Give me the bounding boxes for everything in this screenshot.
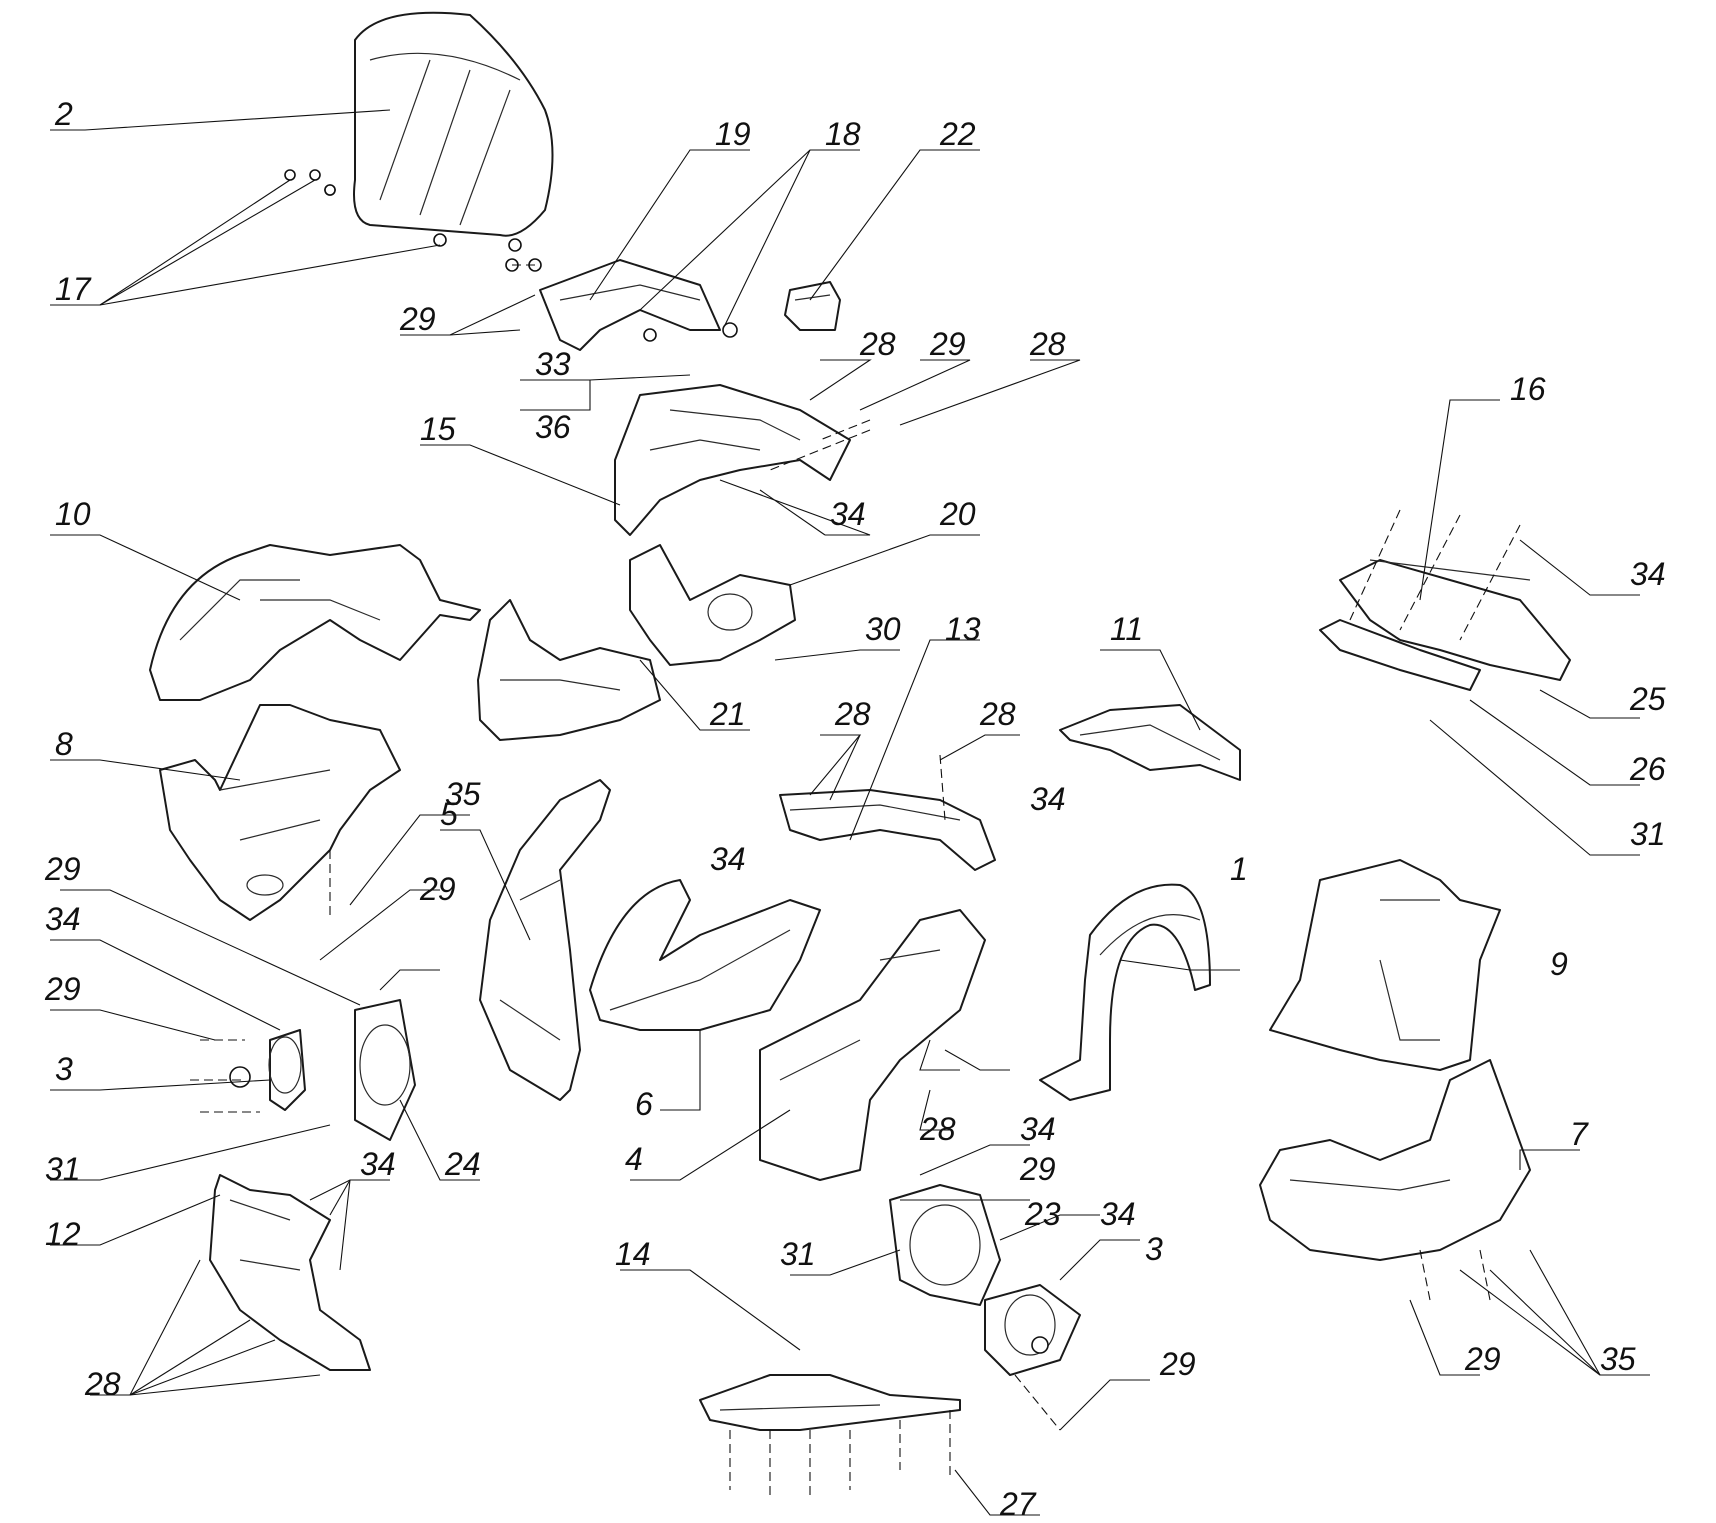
callout-9: 9 bbox=[1550, 946, 1568, 982]
callout-6: 6 bbox=[635, 1086, 653, 1122]
callout-3: 3 bbox=[55, 1051, 73, 1087]
callout-34: 34 bbox=[710, 841, 746, 877]
callout-29: 29 bbox=[399, 301, 436, 337]
callout-4: 4 bbox=[625, 1141, 643, 1177]
callout-29: 29 bbox=[1019, 1151, 1056, 1187]
callout-29: 29 bbox=[929, 326, 966, 362]
part-8 bbox=[159, 704, 401, 921]
callout-28: 28 bbox=[834, 696, 871, 732]
part-4 bbox=[759, 909, 986, 1181]
part-5 bbox=[479, 779, 611, 1101]
callout-29: 29 bbox=[44, 971, 81, 1007]
part-1-fender bbox=[1039, 883, 1211, 1101]
callout-17: 17 bbox=[55, 271, 92, 307]
part-9 bbox=[1269, 859, 1501, 1071]
callout-34: 34 bbox=[830, 496, 866, 532]
callout-7: 7 bbox=[1570, 1116, 1589, 1152]
part-windshield-bracket bbox=[505, 258, 738, 351]
part-22 bbox=[784, 281, 841, 331]
callout-28: 28 bbox=[1029, 326, 1066, 362]
part-rack bbox=[1319, 559, 1571, 691]
callout-16: 16 bbox=[1510, 371, 1546, 407]
callout-11: 11 bbox=[1110, 611, 1143, 647]
callout-23: 23 bbox=[1024, 1196, 1061, 1232]
part-upper-dash bbox=[614, 384, 851, 536]
callout-3: 3 bbox=[1145, 1231, 1163, 1267]
callout-28: 28 bbox=[919, 1111, 956, 1147]
callout-27: 27 bbox=[999, 1486, 1037, 1522]
callout-29: 29 bbox=[1464, 1341, 1501, 1377]
part-12 bbox=[209, 1174, 371, 1371]
callout-19: 19 bbox=[715, 116, 751, 152]
part-6 bbox=[589, 879, 821, 1031]
part-24-plate bbox=[354, 999, 416, 1141]
callout-31: 31 bbox=[1630, 816, 1666, 852]
part-23-plate bbox=[889, 1184, 1001, 1306]
part-20 bbox=[629, 544, 796, 666]
callout-8: 8 bbox=[55, 726, 73, 762]
part-13 bbox=[779, 789, 996, 871]
fastener-lines bbox=[190, 264, 1521, 1500]
part-21 bbox=[477, 599, 661, 741]
part-11 bbox=[1059, 704, 1241, 781]
callout-13: 13 bbox=[945, 611, 981, 647]
part-3-speaker-right bbox=[984, 1284, 1081, 1376]
callout-30: 30 bbox=[865, 611, 901, 647]
callout-21: 21 bbox=[709, 696, 746, 732]
callout-18: 18 bbox=[825, 116, 861, 152]
callout-34: 34 bbox=[1100, 1196, 1136, 1232]
callout-29: 29 bbox=[44, 851, 81, 887]
callout-29: 29 bbox=[1159, 1346, 1196, 1382]
callout-36: 36 bbox=[535, 409, 571, 445]
callout-10: 10 bbox=[55, 496, 91, 532]
part-3-speaker-left bbox=[229, 1029, 306, 1111]
callout-28: 28 bbox=[979, 696, 1016, 732]
callout-35: 35 bbox=[1600, 1341, 1636, 1377]
callout-34: 34 bbox=[1630, 556, 1666, 592]
callout-20: 20 bbox=[939, 496, 976, 532]
callout-33: 33 bbox=[535, 346, 571, 382]
callout-29: 29 bbox=[419, 871, 456, 907]
callout-28: 28 bbox=[84, 1366, 121, 1402]
callout-25: 25 bbox=[1629, 681, 1666, 717]
callout-34: 34 bbox=[45, 901, 81, 937]
leader-lines bbox=[50, 109, 1650, 1516]
callout-14: 14 bbox=[615, 1236, 651, 1272]
callout-labels: 2 17 29 19 18 22 33 36 28 29 28 15 34 16… bbox=[44, 96, 1666, 1522]
part-7 bbox=[1259, 1059, 1531, 1261]
callout-26: 26 bbox=[1629, 751, 1666, 787]
callout-34: 34 bbox=[1020, 1111, 1056, 1147]
callout-22: 22 bbox=[939, 116, 976, 152]
callout-15: 15 bbox=[420, 411, 456, 447]
callout-28: 28 bbox=[859, 326, 896, 362]
callout-5: 5 bbox=[440, 796, 458, 832]
callout-1: 1 bbox=[1230, 851, 1248, 887]
part-windshield bbox=[324, 11, 554, 252]
callout-12: 12 bbox=[45, 1216, 81, 1252]
callout-2: 2 bbox=[54, 96, 73, 132]
callout-31: 31 bbox=[45, 1151, 81, 1187]
callout-34: 34 bbox=[360, 1146, 396, 1182]
part-14-skid-plate bbox=[699, 1374, 961, 1431]
hardware-17 bbox=[284, 169, 336, 196]
callout-34: 34 bbox=[1030, 781, 1066, 817]
callout-24: 24 bbox=[444, 1146, 481, 1182]
callout-35: 35 bbox=[445, 776, 481, 812]
part-10 bbox=[149, 544, 481, 701]
callout-31: 31 bbox=[780, 1236, 816, 1272]
